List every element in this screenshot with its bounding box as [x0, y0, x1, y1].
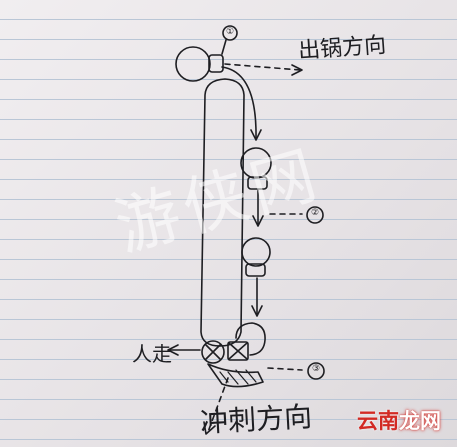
marker-3-label: ③	[311, 364, 321, 374]
cross-right	[227, 341, 249, 361]
pot-2	[240, 147, 272, 179]
pot-2-handle	[247, 176, 268, 190]
cross-left	[201, 340, 225, 364]
exit-arrow	[224, 63, 301, 71]
brand-part-2: 龙网	[399, 409, 441, 433]
brand-part-1: 云南	[357, 409, 399, 433]
exit-direction-label: 出锅方向	[297, 32, 387, 65]
marker-1-label: ①	[225, 27, 235, 37]
brand-logo: 云南龙网	[357, 405, 441, 435]
pipe-shape	[200, 78, 245, 347]
marker-1-circle	[222, 25, 238, 41]
pot-1-handle	[208, 54, 224, 73]
marker-2-label: ②	[310, 208, 320, 218]
marker-2-circle	[306, 206, 324, 224]
pot-3	[241, 237, 271, 267]
dash-direction-label: 冲刺方向	[199, 400, 313, 439]
marker-3-circle	[307, 362, 325, 380]
pot-4	[235, 322, 266, 356]
pot-3-handle	[245, 263, 266, 277]
dash-arrow	[207, 377, 229, 433]
pot-1	[175, 46, 211, 82]
pot-4-bowl	[207, 363, 264, 388]
out-label: 人走	[132, 342, 172, 366]
marker-3-leader	[267, 367, 303, 371]
path-1	[221, 66, 257, 139]
